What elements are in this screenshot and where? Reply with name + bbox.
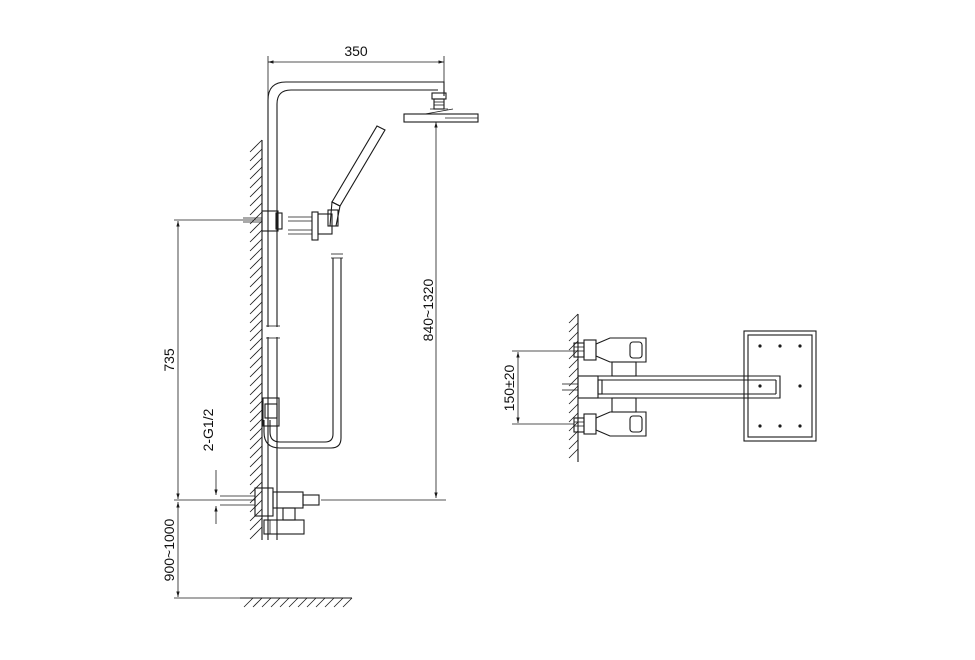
hatch-line	[568, 331, 579, 342]
side-arm	[597, 375, 781, 399]
hatch-line	[249, 445, 263, 459]
floor-hatching	[240, 597, 353, 608]
hatch-line	[249, 301, 263, 315]
hatch-line	[249, 148, 263, 162]
hatch-line	[568, 322, 579, 333]
hatch-line	[249, 436, 263, 450]
hatch-line	[249, 283, 263, 297]
dimension-inlet-spacing: 150±20	[501, 364, 517, 411]
hatch-line	[333, 597, 344, 608]
hatch-line	[249, 346, 263, 360]
hatch-line	[297, 597, 308, 608]
hatch-line	[249, 373, 263, 387]
hatch-line	[315, 597, 326, 608]
hatch-line	[249, 526, 263, 540]
hatch-line	[261, 597, 272, 608]
hatch-line	[568, 439, 579, 450]
hatch-line	[249, 256, 263, 270]
hatch-line	[252, 597, 263, 608]
inlet-upper	[573, 337, 647, 377]
hatch-line	[249, 463, 263, 477]
dimension-arm-length: 350	[344, 43, 368, 59]
front-view: 350 840~1320 735 2-G1/2 900~1000	[161, 43, 479, 608]
wall-hatching	[249, 139, 263, 540]
hatch-line	[249, 229, 263, 243]
hatch-line	[249, 454, 263, 468]
hatch-line	[249, 238, 263, 252]
hatch-line	[249, 499, 263, 513]
hatch-line	[249, 139, 263, 153]
hatch-line	[249, 274, 263, 288]
hatch-line	[249, 319, 263, 333]
hatch-line	[568, 403, 579, 414]
hatch-line	[249, 517, 263, 531]
hatch-line	[249, 292, 263, 306]
hatch-line	[249, 328, 263, 342]
hatch-line	[249, 472, 263, 486]
hatch-line	[249, 418, 263, 432]
hatch-line	[243, 597, 254, 608]
dimension-bracket-spacing: 735	[161, 348, 177, 372]
hatch-line	[249, 409, 263, 423]
hatch-line	[249, 265, 263, 279]
hatch-line	[249, 490, 263, 504]
hatch-line	[249, 220, 263, 234]
side-wall-hatching	[568, 313, 579, 462]
hatch-line	[249, 382, 263, 396]
inlet-lower	[573, 397, 647, 437]
dimension-height-range: 840~1320	[420, 278, 436, 341]
hatch-line	[568, 385, 579, 396]
hatch-line	[249, 508, 263, 522]
hatch-line	[568, 448, 579, 459]
hatch-line	[249, 193, 263, 207]
hatch-line	[249, 400, 263, 414]
wall-bracket-top	[243, 210, 283, 232]
hatch-line	[568, 376, 579, 387]
hatch-line	[249, 166, 263, 180]
side-view: 150±20	[501, 313, 817, 462]
hatch-line	[249, 355, 263, 369]
hatch-line	[270, 597, 281, 608]
hatch-line	[568, 358, 579, 369]
hatch-line	[249, 391, 263, 405]
hand-shower-holder	[288, 209, 339, 241]
hatch-line	[288, 597, 299, 608]
hatch-line	[249, 364, 263, 378]
shower-hose	[263, 253, 343, 449]
hatch-line	[568, 394, 579, 405]
hatch-line	[249, 310, 263, 324]
slide-bracket	[262, 397, 280, 427]
hatch-line	[279, 597, 290, 608]
dimension-inlet-thread: 2-G1/2	[200, 408, 216, 451]
mixer-valve	[220, 487, 320, 535]
hatch-line	[342, 597, 353, 608]
hatch-line	[324, 597, 335, 608]
hatch-line	[249, 175, 263, 189]
hand-shower	[329, 125, 386, 227]
dimension-floor-height: 900~1000	[161, 518, 177, 581]
hatch-line	[249, 337, 263, 351]
riser-pipe	[266, 81, 445, 540]
side-mixer-body	[562, 375, 599, 399]
shower-plate-top-view	[743, 330, 817, 442]
dimension-lines	[174, 56, 478, 599]
hatch-line	[568, 313, 579, 324]
hatch-line	[249, 157, 263, 171]
hatch-line	[249, 247, 263, 261]
inlet-spacing-dimension	[512, 350, 574, 425]
hatch-line	[249, 202, 263, 216]
hatch-line	[306, 597, 317, 608]
hatch-line	[568, 367, 579, 378]
hatch-line	[249, 427, 263, 441]
hatch-line	[249, 184, 263, 198]
